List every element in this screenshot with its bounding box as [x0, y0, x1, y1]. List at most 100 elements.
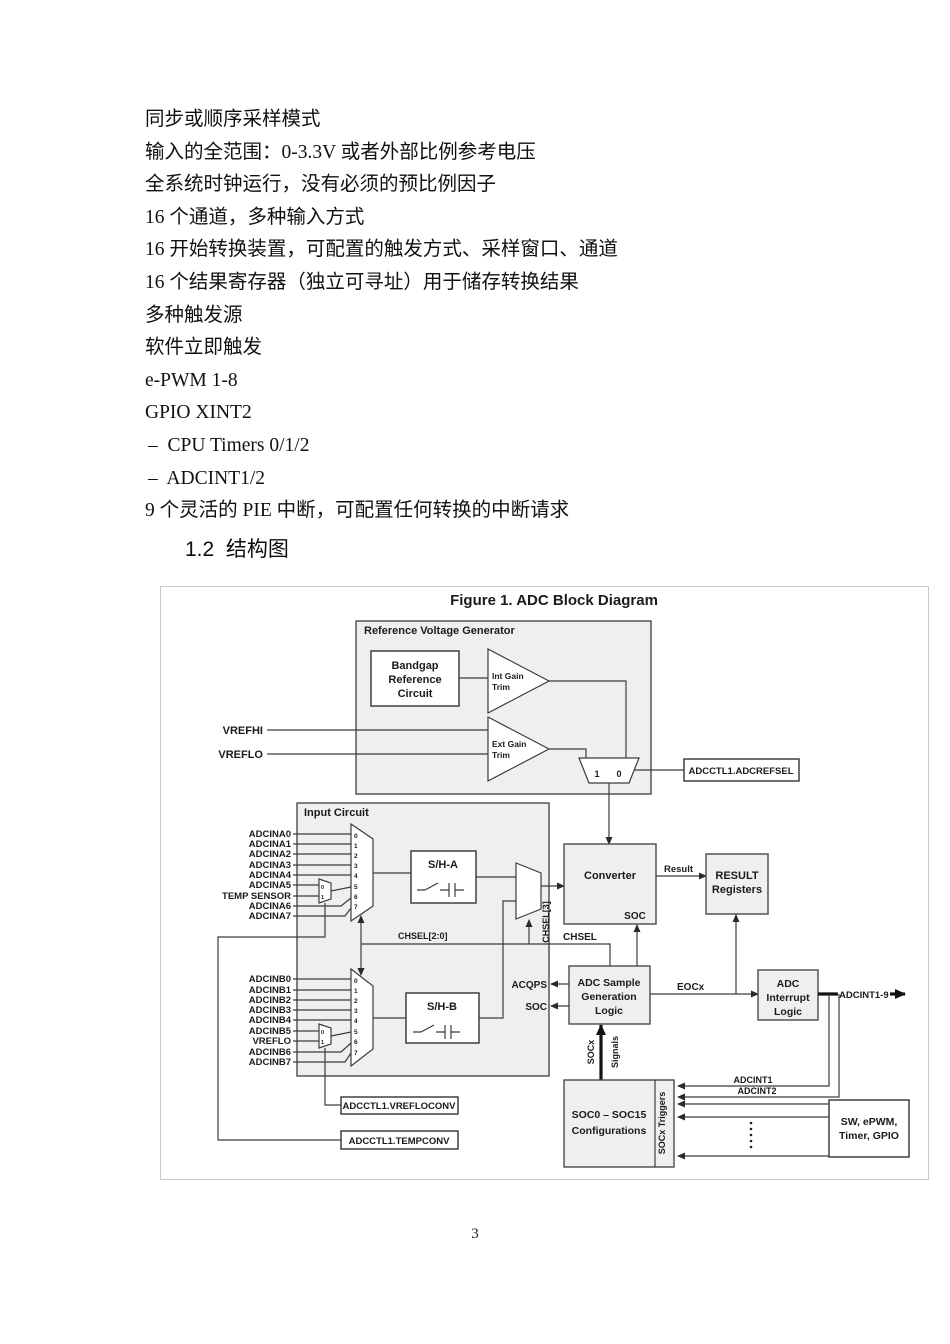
adcina-label: ADCINA1 — [249, 839, 292, 850]
acqps-label: ACQPS — [511, 980, 547, 991]
temp-sensor-label: TEMP SENSOR — [222, 891, 291, 902]
mux-b-input: 0 — [354, 978, 358, 985]
wire — [330, 1031, 352, 1037]
adcinb-label: ADCINB5 — [249, 1026, 292, 1037]
mux-a-input: 3 — [354, 863, 358, 870]
wires-adcinb — [293, 978, 352, 1063]
mux-b-input: 7 — [354, 1050, 358, 1057]
small-mux-0: 0 — [321, 1030, 324, 1036]
body-line: 多种触发源 — [145, 304, 243, 326]
converter-label: Converter — [584, 870, 637, 882]
body-line: 同步或顺序采样模式 — [145, 109, 321, 130]
eocx-label: EOCx — [677, 982, 705, 993]
switch-capacitor-symbol — [413, 1024, 460, 1039]
body-line: 9 个灵活的 PIE 中断，可配置任何转换的中断请求 — [145, 500, 570, 522]
result-label: Result — [664, 864, 694, 875]
body-line: 输入的全范围：0-3.3V 或者外部比例参考电压 — [145, 141, 536, 163]
converter-box — [563, 843, 657, 925]
ext-gain-label: Ext Gain — [492, 739, 526, 749]
body-line-dash: – ADCINT1/2 — [148, 467, 265, 489]
bandgap-label: Circuit — [398, 688, 433, 700]
mux-b-input: 1 — [354, 988, 358, 995]
asgl-label: Generation — [581, 991, 636, 1003]
vreflo-mux — [318, 1023, 332, 1049]
ref-mux-input-1: 1 — [594, 769, 599, 779]
soc-configurations-box — [563, 1079, 675, 1168]
int-gain-label: Trim — [492, 682, 510, 692]
channel-mux-a — [350, 822, 374, 923]
body-line: 16 个通道，多种输入方式 — [145, 206, 365, 228]
result-registers-label: RESULT — [715, 870, 758, 882]
reference-voltage-generator-label: Reference Voltage Generator — [364, 625, 516, 637]
socx-signals-label: SOCx — [586, 1040, 596, 1065]
vrefhi-label: VREFHI — [223, 725, 263, 737]
adcint19-label: ADCINT1-9 — [839, 990, 889, 1001]
adcinb-label: ADCINB3 — [249, 1005, 291, 1016]
adcrefsel-label: ADCCTL1.ADCREFSEL — [688, 766, 793, 777]
asgl-label: ADC Sample — [577, 977, 640, 989]
adcint1-label: ADCINT1 — [733, 1075, 772, 1085]
body-line: 16 开始转换装置，可配置的触发方式、采样窗口、通道 — [145, 239, 618, 261]
adcina-label: ADCINA7 — [249, 911, 291, 922]
mux-a-input: 2 — [354, 853, 358, 860]
bandgap-reference-circuit-box — [370, 650, 460, 707]
mux-b-input: 3 — [354, 1008, 358, 1015]
mux-b-input: 4 — [354, 1018, 358, 1025]
soc-config-label: SOC0 – SOC15 — [572, 1109, 647, 1121]
converter-soc-label: SOC — [624, 911, 646, 922]
socx-triggers-label: SOCx Triggers — [657, 1092, 667, 1155]
small-mux-1: 1 — [321, 1040, 324, 1046]
adc-interrupt-logic-box — [757, 969, 819, 1021]
adcinb-label: ADCINB1 — [249, 985, 292, 996]
adcina-label: ADCINA3 — [249, 860, 291, 871]
wire-adcint2-feedback — [677, 994, 840, 1101]
sample-hold-b-label: S/H-B — [427, 1001, 457, 1013]
asgl-label: Logic — [595, 1005, 623, 1017]
section-heading: 1.2 结构图 — [185, 538, 289, 561]
body-line: e-PWM 1-8 — [145, 369, 238, 391]
adc-sample-generation-logic-box — [568, 965, 651, 1025]
adcina-label: ADCINA2 — [249, 849, 291, 860]
mux-b-input: 2 — [354, 998, 358, 1005]
switch-capacitor-symbol — [417, 882, 464, 897]
wire-vrefloconv — [324, 1048, 341, 1106]
vrefloconv-box — [340, 1096, 459, 1115]
bandgap-label: Bandgap — [391, 660, 438, 672]
body-line: 软件立即触发 — [145, 337, 263, 359]
adcinb-label: ADCINB2 — [249, 995, 291, 1006]
mux-a-input: 5 — [354, 884, 358, 891]
channel-mux-b — [350, 967, 374, 1068]
ail-label: Logic — [774, 1006, 802, 1018]
tempconv-label: ADCCTL1.TEMPCONV — [349, 1136, 450, 1147]
small-mux-0: 0 — [321, 885, 324, 891]
sample-hold-a-box — [410, 850, 477, 904]
adc-block-diagram: Figure 1. ADC Block Diagram Reference Vo… — [217, 592, 910, 1168]
mux-a-input: 4 — [354, 873, 358, 880]
ref-select-mux — [578, 757, 640, 784]
adcinb-label: ADCINB6 — [249, 1047, 291, 1058]
mux-a-input: 6 — [354, 894, 358, 901]
int-gain-label: Int Gain — [492, 671, 524, 681]
trigger-sources-label: SW, ePWM, — [841, 1116, 898, 1128]
trigger-sources-label: Timer, GPIO — [839, 1130, 899, 1142]
body-line: GPIO XINT2 — [145, 402, 252, 424]
tempconv-box — [340, 1130, 459, 1150]
trigger-ellipsis-dots — [749, 1121, 753, 1149]
mux-a-input: 1 — [354, 843, 358, 850]
body-line: 全系统时钟运行，没有必须的预比例因子 — [145, 174, 497, 196]
adcinb-label: ADCINB0 — [249, 974, 291, 985]
wire-shb-to-mux — [479, 900, 516, 1019]
chsel3-label: CHSEL[3] — [541, 901, 551, 943]
ref-mux-input-0: 0 — [616, 769, 621, 779]
mux-b-input: 6 — [354, 1039, 358, 1046]
page-number: 3 — [471, 1226, 479, 1242]
temp-sensor-mux — [318, 878, 332, 904]
adcina-label: ADCINA4 — [249, 870, 292, 881]
adcinb-label: ADCINB7 — [249, 1057, 291, 1068]
wire-adcint1-feedback — [677, 994, 830, 1090]
trigger-sources-box — [828, 1099, 910, 1158]
vreflo-b-label: VREFLO — [252, 1036, 291, 1047]
int-gain-trim-amp — [487, 648, 551, 714]
chsel-label: CHSEL — [563, 932, 597, 943]
